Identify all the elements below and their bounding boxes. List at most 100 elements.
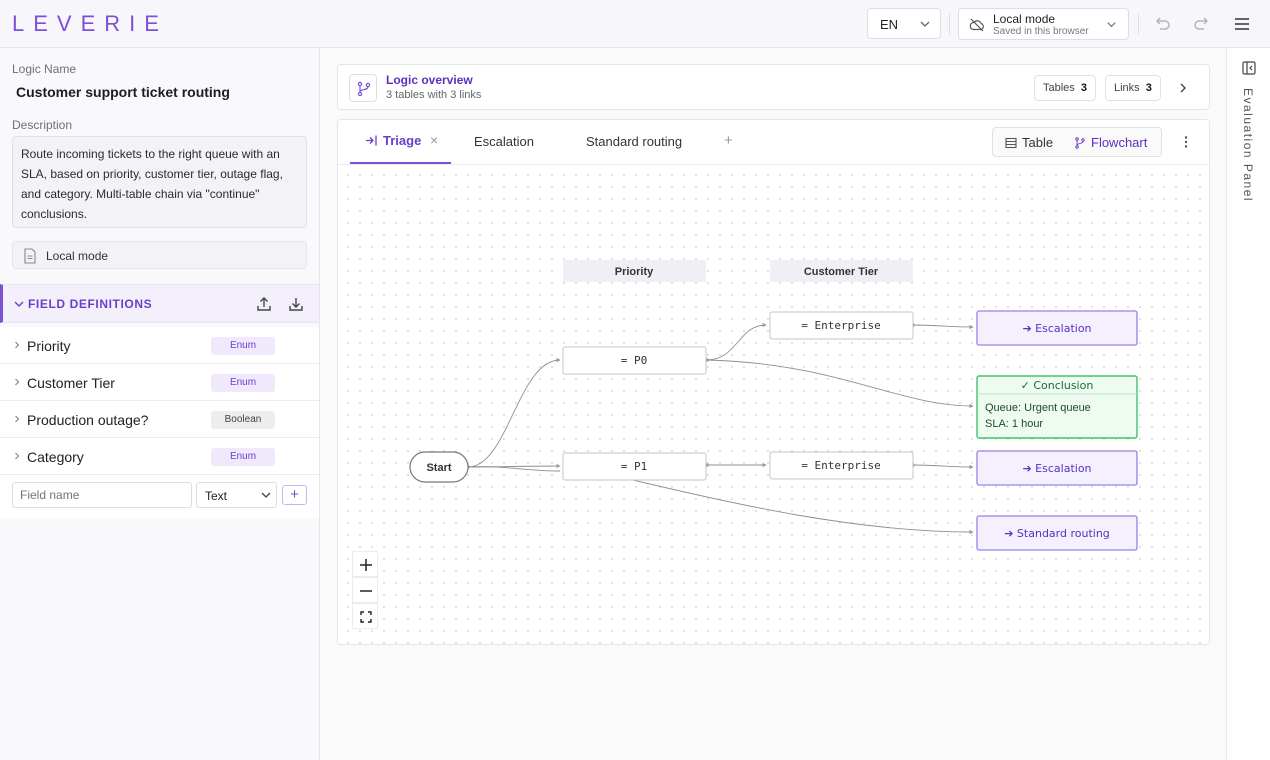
chevron-right-icon: [15, 452, 20, 460]
tab-standard-routing[interactable]: Standard routing: [586, 134, 683, 149]
table-icon: [1005, 137, 1017, 149]
app-logo[interactable]: LEVERIE: [12, 11, 168, 36]
field-row-production-outage[interactable]: Production outage? Boolean: [0, 401, 319, 438]
branch-icon: [349, 74, 377, 102]
link-standard-routing[interactable]: [976, 515, 1138, 551]
edge-start-p0: [467, 357, 561, 468]
link-escalation-2[interactable]: [976, 450, 1138, 486]
node-enterprise-2-label: = Enterprise: [801, 459, 880, 472]
zoom-in-button[interactable]: [352, 551, 378, 577]
start-node[interactable]: [409, 451, 469, 483]
table-view-button[interactable]: Table: [1022, 135, 1054, 150]
links-label: Links: [1114, 82, 1140, 94]
storage-mode-select[interactable]: Local mode Saved in this browser: [958, 8, 1129, 40]
field-name: Production outage?: [27, 412, 149, 428]
top-bar: LEVERIE EN Local mode Saved in this brow…: [0, 0, 1270, 48]
chevron-right-icon: [15, 415, 20, 423]
logic-name-label: Logic Name: [12, 62, 77, 76]
field-row-category[interactable]: Category Enum: [0, 438, 319, 475]
description-label: Description: [12, 118, 73, 132]
mode-title: Local mode: [993, 12, 1056, 26]
field-type-badge: Enum: [211, 337, 275, 355]
flowchart-canvas[interactable]: Priority Customer Tier Start = P0 = P1 =…: [338, 165, 1209, 644]
node-p0-label: = P0: [621, 354, 648, 367]
edge-p1-std: [632, 479, 974, 535]
field-definitions-header[interactable]: FIELD DEFINITIONS: [0, 284, 319, 323]
column-header-priority-bg: [563, 260, 706, 282]
enter-icon: [366, 135, 377, 146]
new-field-type-select[interactable]: Text: [196, 482, 277, 508]
divider: [1138, 14, 1139, 34]
flowchart-view-button[interactable]: Flowchart: [1091, 135, 1148, 150]
chevron-down-icon: [14, 301, 24, 307]
edge-p0-ent1: [705, 322, 767, 361]
tables-count: 3: [1080, 82, 1087, 94]
add-tab-button[interactable]: +: [724, 132, 733, 149]
field-type-badge: Enum: [211, 448, 275, 466]
column-header-customer-tier-bg: [770, 260, 913, 282]
chevron-right-icon[interactable]: [1176, 81, 1190, 95]
download-icon[interactable]: [288, 296, 304, 312]
fit-view-button[interactable]: [352, 603, 378, 629]
edge-p0-conclusion: [705, 359, 974, 409]
field-name: Customer Tier: [27, 375, 115, 391]
logic-name-field[interactable]: Customer support ticket routing: [16, 84, 230, 100]
tables-label: Tables: [1043, 82, 1075, 94]
add-field-button[interactable]: +: [282, 485, 307, 505]
links-count-badge: Links 3: [1105, 75, 1161, 101]
field-row-customer-tier[interactable]: Customer Tier Enum: [0, 364, 319, 401]
node-enterprise-1[interactable]: [769, 311, 914, 340]
panel-collapse-icon[interactable]: [1242, 61, 1256, 75]
new-field-name-input[interactable]: [12, 482, 192, 508]
conclusion-title: ✓ Conclusion: [1021, 379, 1094, 392]
more-vertical-icon[interactable]: [1178, 134, 1194, 150]
mode-subtitle: Saved in this browser: [993, 26, 1089, 37]
node-enterprise-2[interactable]: [769, 451, 914, 480]
evaluation-panel-label: Evaluation Panel: [1241, 88, 1255, 203]
description-field[interactable]: Route incoming tickets to the right queu…: [12, 136, 307, 228]
start-label: Start: [426, 462, 451, 474]
conclusion-sla: SLA: 1 hour: [985, 418, 1043, 430]
field-name: Category: [27, 449, 84, 465]
chevron-down-icon: [920, 21, 930, 27]
link-escalation-1-label: ➔ Escalation: [1022, 322, 1091, 335]
tab-escalation[interactable]: Escalation: [474, 134, 534, 149]
field-type-badge: Enum: [211, 374, 275, 392]
close-tab-icon[interactable]: ×: [430, 132, 439, 148]
divider: [949, 14, 950, 34]
active-tab-indicator: [350, 162, 451, 164]
chevron-right-icon: [15, 341, 20, 349]
chevron-down-icon: [261, 492, 271, 498]
overview-subtitle: 3 tables with 3 links: [386, 89, 482, 101]
field-type-badge: Boolean: [211, 411, 275, 429]
new-field-type-value: Text: [205, 489, 228, 503]
file-icon: [24, 248, 36, 264]
zoom-out-button[interactable]: [352, 577, 378, 603]
upload-icon[interactable]: [256, 296, 272, 312]
chevron-down-icon: [1107, 22, 1116, 28]
link-standard-routing-label: ➔ Standard routing: [1004, 527, 1110, 540]
tables-count-badge: Tables 3: [1034, 75, 1096, 101]
plus-icon: [360, 559, 372, 571]
add-field-row: Text +: [0, 475, 319, 518]
evaluation-panel-rail[interactable]: Evaluation Panel: [1226, 48, 1270, 760]
conclusion-node[interactable]: [976, 375, 1138, 439]
menu-icon[interactable]: [1232, 14, 1252, 34]
flowchart-svg: Priority Customer Tier Start = P0 = P1 =…: [409, 260, 1138, 551]
language-select[interactable]: EN: [867, 8, 941, 39]
storage-label: Local mode: [46, 249, 109, 263]
redo-icon[interactable]: [1192, 14, 1212, 34]
overview-title: Logic overview: [386, 73, 473, 87]
link-escalation-1[interactable]: [976, 310, 1138, 346]
tab-triage[interactable]: Triage: [383, 133, 422, 148]
undo-icon[interactable]: [1152, 14, 1172, 34]
logic-overview-bar[interactable]: Logic overview 3 tables with 3 links Tab…: [337, 64, 1210, 110]
node-p1[interactable]: [562, 452, 707, 481]
table-tabs: Triage × Escalation Standard routing + T…: [338, 120, 1209, 165]
node-p0[interactable]: [562, 346, 707, 375]
edge-ent1-esc1: [911, 324, 974, 330]
flowchart-panel: Triage × Escalation Standard routing + T…: [337, 119, 1210, 645]
field-row-priority[interactable]: Priority Enum: [0, 327, 319, 364]
minus-icon: [360, 590, 372, 592]
link-escalation-2-label: ➔ Escalation: [1022, 462, 1091, 475]
